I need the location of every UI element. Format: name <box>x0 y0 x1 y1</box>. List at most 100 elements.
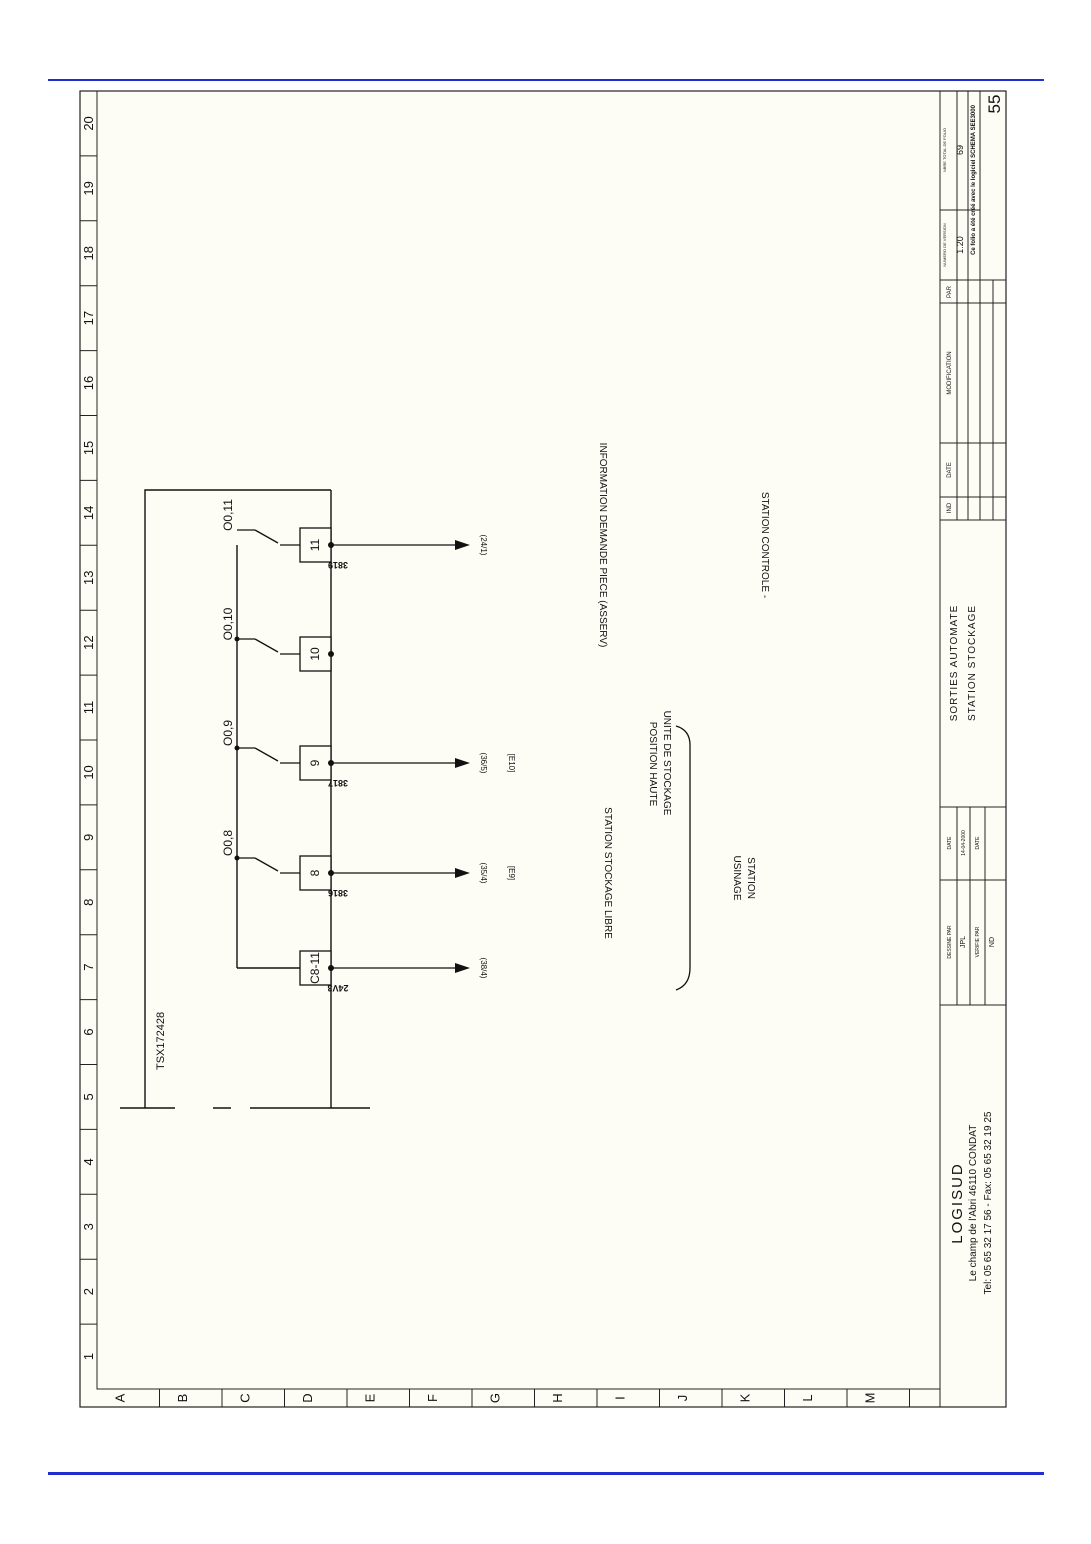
row-letter: L <box>800 1394 815 1401</box>
designed-by: JPL <box>960 936 967 948</box>
column-number: 19 <box>81 181 96 195</box>
cross-ref: (24/1) <box>479 535 488 556</box>
column-number: 3 <box>81 1223 96 1230</box>
column-number: 7 <box>81 964 96 971</box>
row-letter: H <box>550 1393 565 1402</box>
output-description: INFORMATION DEMANDE PIECE (ASSERV) <box>597 443 608 648</box>
contact-blade <box>254 638 279 653</box>
column-number: 8 <box>81 899 96 906</box>
plc-output-circuit <box>120 489 370 1109</box>
folio-number: 55 <box>985 95 1004 114</box>
top-blue-rule <box>48 79 1044 81</box>
junction-dot <box>234 636 240 642</box>
par-label: PAR <box>947 285 953 298</box>
ind-label: IND <box>947 502 953 513</box>
column-number: 5 <box>81 1093 96 1100</box>
channel-label: O0,11 <box>221 499 235 531</box>
wire-number: 3817 <box>328 778 348 788</box>
paper-background <box>79 90 1007 1408</box>
cross-ref: (36/5) <box>479 753 488 774</box>
output-0: C8-11(38/4)24V3 <box>299 950 488 993</box>
group-bracket <box>675 725 691 991</box>
date-value: 14-04-2000 <box>961 830 967 856</box>
row-letter: J <box>675 1395 690 1402</box>
modification-label: MODIFICATION <box>947 351 953 394</box>
row-letter: C <box>237 1393 252 1402</box>
version-value: 1.20 <box>955 236 965 254</box>
column-number: 9 <box>81 834 96 841</box>
output-3: 10 O0,10 <box>221 607 334 672</box>
channel-label: O0,10 <box>221 607 235 640</box>
contact-blade <box>254 857 279 872</box>
row-letter: F <box>425 1394 440 1402</box>
junction-dot <box>234 745 240 751</box>
company-address: Le champ de l'Abri 46110 CONDAT <box>968 1125 979 1282</box>
wire-number: 3819 <box>328 560 348 570</box>
module-outline <box>144 489 331 1108</box>
column-number: 13 <box>81 571 96 585</box>
column-number: 1 <box>81 1353 96 1360</box>
bracket-ref: [E10] <box>507 754 516 773</box>
column-number: 10 <box>81 765 96 779</box>
row-letter: M <box>862 1393 877 1404</box>
column-number: 15 <box>81 441 96 455</box>
column-number: 6 <box>81 1028 96 1035</box>
plc-module-label: TSX172428 <box>155 1012 167 1070</box>
column-number: 4 <box>81 1158 96 1165</box>
terminal-box <box>299 855 332 891</box>
column-number: 2 <box>81 1288 96 1295</box>
terminal-number: 8 <box>308 869 322 876</box>
arrow-head <box>455 758 470 768</box>
row-letter: D <box>300 1393 315 1402</box>
output-description: STATION STOCKAGE LIBRE <box>602 807 613 939</box>
contact-blade <box>254 529 279 544</box>
wire-number: 3816 <box>328 888 348 898</box>
channel-label: O0,9 <box>221 720 235 746</box>
column-number: 16 <box>81 376 96 390</box>
terminal-number: 9 <box>308 759 322 766</box>
date-label-2: DATE <box>975 836 981 850</box>
row-letter: G <box>487 1393 502 1403</box>
software-note: Ce folio a été créé avec le logiciel SCH… <box>971 104 977 255</box>
channel-label: O0,8 <box>221 830 235 856</box>
arrow-head <box>455 540 470 550</box>
rev-date-label: DATE <box>947 462 953 478</box>
terminal-number: 10 <box>308 647 322 661</box>
row-letter: A <box>112 1393 127 1402</box>
version-label: NUMERO DE VERSION <box>942 223 947 267</box>
output-description: UNITE DE STOCKAGE <box>661 711 672 816</box>
verified-by: ND <box>989 937 996 947</box>
column-number: 20 <box>81 116 96 130</box>
arrow-head <box>455 963 470 973</box>
bottom-blue-rule <box>48 1472 1044 1475</box>
row-letter: B <box>175 1394 190 1403</box>
verified-by-label: VERIFIE PAR <box>975 926 981 957</box>
column-number: 18 <box>81 246 96 260</box>
total-folio-value: 69 <box>955 145 965 155</box>
row-letter: K <box>737 1393 752 1402</box>
output-terminals: C8-11(38/4)24V38O0,8(35/4)3816[E9]STATIO… <box>221 443 672 993</box>
sheet-title-1: SORTIES AUTOMATE <box>949 605 960 722</box>
junction-dot <box>328 651 334 657</box>
terminal-box <box>299 745 332 781</box>
bracket-ref: [E9] <box>507 866 516 880</box>
group-label-line2: USINAGE <box>731 855 742 900</box>
contact-blade <box>254 747 279 762</box>
date-label: DATE <box>947 836 953 850</box>
group-label-line1: STATION <box>745 857 756 899</box>
row-letter: I <box>612 1396 627 1400</box>
unit-label-line2: POSITION HAUTE <box>647 722 658 807</box>
output-2: 9 O0,9 (36/5) 3817 [E10] UNITE DE STOCKAGE <box>221 711 672 816</box>
junction-dot <box>234 855 240 861</box>
total-folio-label: NBRE TOTAL DE FOLIO <box>942 128 947 172</box>
wire-number: 24V3 <box>327 983 348 993</box>
terminal-box <box>299 950 332 986</box>
company-name: LOGISUD <box>949 1162 966 1244</box>
terminal-box <box>299 636 332 672</box>
station-controle-label: STATION CONTROLE - <box>759 492 770 598</box>
arrow-head <box>455 868 470 878</box>
column-number: 11 <box>81 701 96 715</box>
